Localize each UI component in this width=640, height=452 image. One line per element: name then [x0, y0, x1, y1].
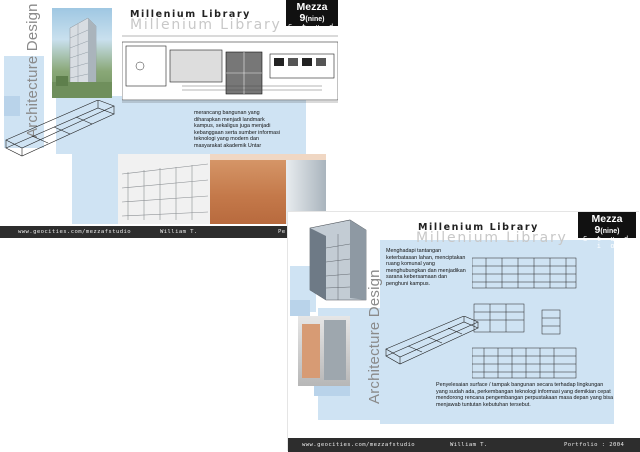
footer-url: www.geocities.com/mezzafstudio	[302, 442, 416, 448]
blue-panel-left-strip	[290, 300, 310, 316]
description-bottom: Penyelesaian surface / tampak bangunan s…	[436, 382, 614, 408]
axonometric-model-art	[385, 315, 479, 365]
brand-suffix: (nine)	[600, 227, 620, 235]
footer-author: William T.	[450, 442, 488, 448]
studio-brand: Mezza 9(nine) S t u d i o	[286, 0, 338, 38]
interior-photo	[298, 316, 350, 386]
building-photo-art	[52, 17, 112, 98]
footer-author: William T.	[160, 229, 198, 235]
project-description: merancang bangunan yang diharapkan menja…	[194, 110, 280, 149]
axonometric-model	[384, 315, 480, 368]
structure-photo	[118, 154, 212, 224]
footer-portfolio: Pe	[278, 229, 286, 235]
site-plan-art	[121, 35, 338, 103]
axonometric-model	[2, 99, 118, 162]
studio-brand: Mezza 9(nine) S t u d i o	[578, 212, 636, 250]
series-title-vertical: Architecture Design	[366, 269, 383, 404]
blue-panel-left-accent	[4, 96, 20, 116]
footer-portfolio: Portfolio : 2004	[564, 442, 625, 448]
blue-panel-center	[56, 96, 306, 154]
project-title: Millenium Library	[130, 9, 251, 20]
portfolio-sheet-front: Mezza 9(nine) S t u d i o Millenium Libr…	[288, 212, 640, 452]
project-title-ghost: Millenium Library	[130, 17, 282, 33]
tower-render-art	[309, 219, 367, 301]
brand-studio: S t u d i o	[288, 23, 336, 38]
description-top: Menghadapi tantangan keterbatasan lahan,…	[386, 248, 466, 287]
footer-url: www.geocities.com/mezzafstudio	[18, 229, 132, 235]
tower-render	[296, 218, 380, 302]
brand-studio: S t u d i o	[583, 235, 631, 250]
project-title: Millenium Library	[418, 222, 539, 233]
blue-panel-bottom	[72, 148, 118, 224]
project-title-ghost: Millenium Library	[416, 230, 568, 246]
brand-suffix: (nine)	[305, 15, 325, 23]
section-drawings-art	[471, 257, 577, 379]
structure-photo-art	[121, 163, 209, 220]
sheet-footer: www.geocities.com/mezzafstudio William T…	[0, 226, 338, 238]
site-plan-drawing	[121, 32, 338, 104]
brand-name: Mezza 9	[296, 1, 328, 24]
building-photo	[52, 8, 112, 98]
section-drawings	[471, 252, 596, 384]
portfolio-sheet-back: Architecture Design Millenium Library Mi…	[0, 0, 338, 238]
sheet-footer: www.geocities.com/mezzafstudio William T…	[288, 438, 640, 452]
axonometric-model-art	[5, 99, 115, 157]
brand-name: Mezza 9	[591, 213, 623, 236]
